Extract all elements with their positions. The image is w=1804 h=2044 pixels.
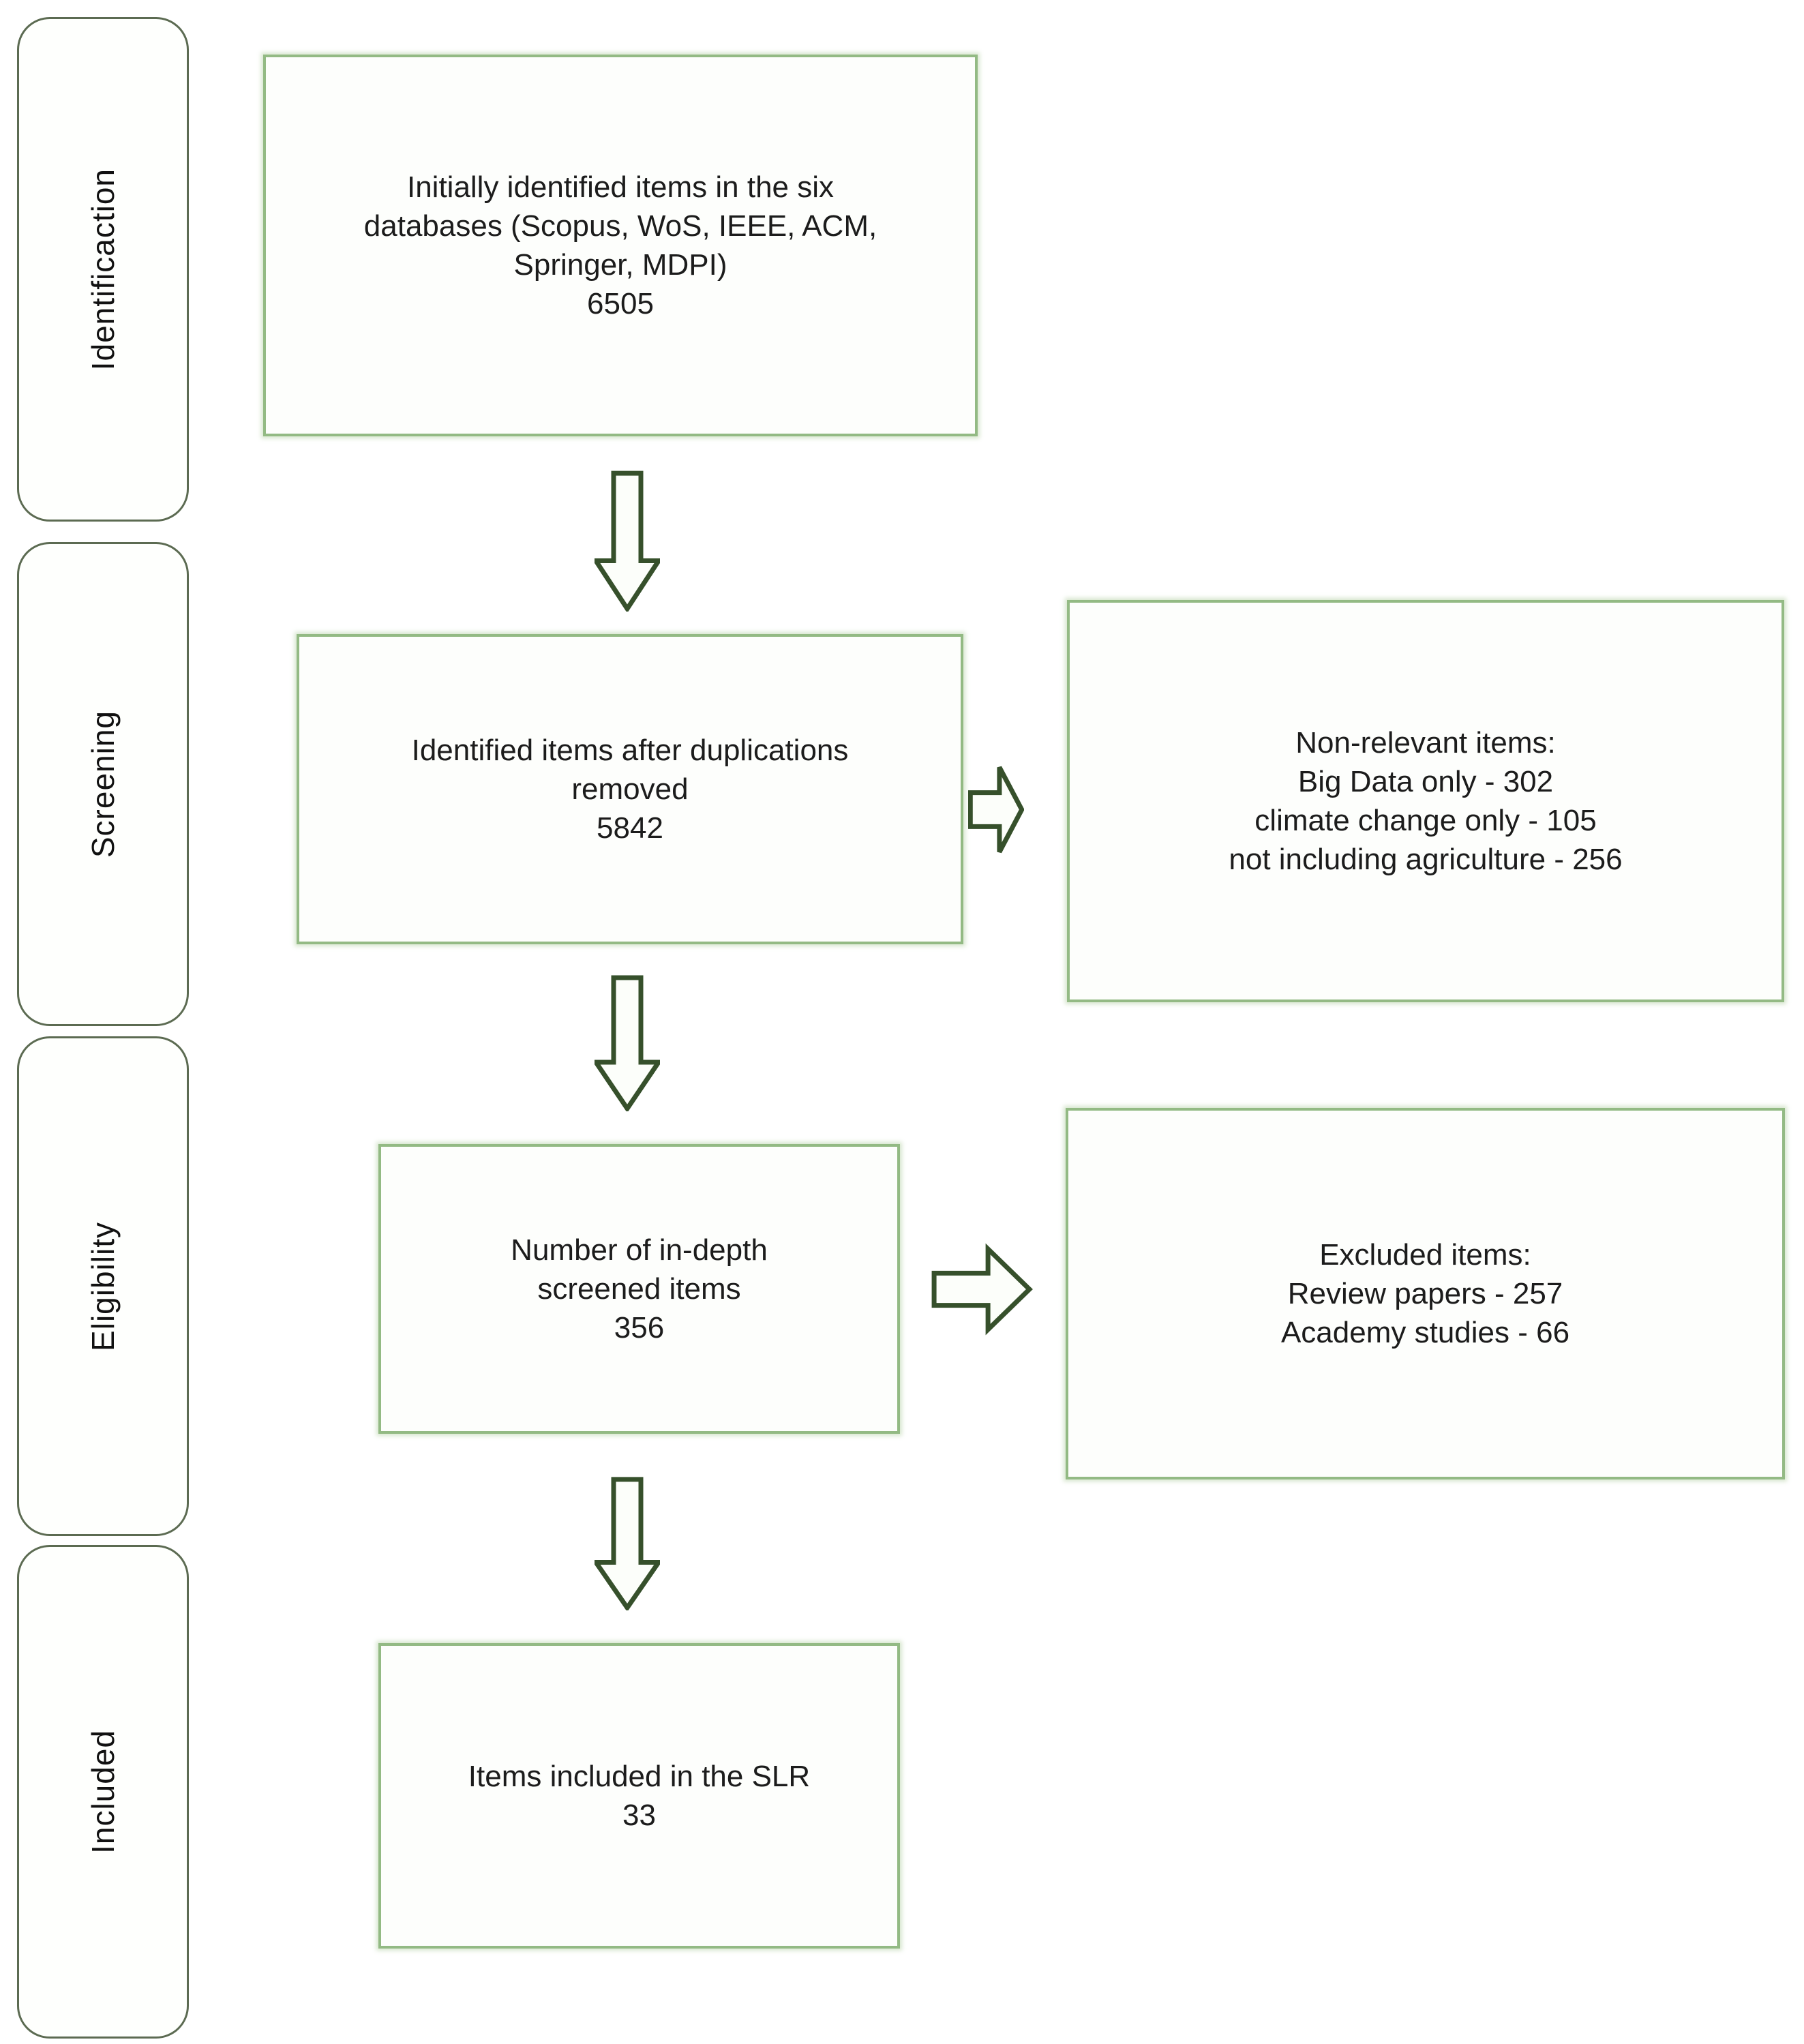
stage-label: Eligibility (85, 1221, 121, 1351)
down-arrow-icon (595, 1477, 660, 1610)
flow-box-text: Number of in-depth screened items 356 (511, 1233, 768, 1344)
down-arrow-icon (595, 975, 660, 1111)
flow-box-text: Initially identified items in the six da… (363, 170, 877, 320)
stage-label: Identificaction (85, 168, 121, 371)
right-arrow-icon (968, 760, 1024, 859)
flow-box-included-slr: Items included in the SLR 33 (378, 1643, 900, 1949)
stage-label: Included (85, 1730, 121, 1854)
sidebar-stage-identification: Identificaction (17, 17, 189, 522)
flow-box-initial-items: Initially identified items in the six da… (263, 55, 978, 436)
flow-box-after-duplications: Identified items after duplications remo… (297, 634, 963, 944)
down-arrow-icon (595, 470, 660, 612)
side-box-excluded-items: Excluded items: Review papers - 257 Acad… (1066, 1108, 1785, 1479)
right-arrow-icon (930, 1242, 1034, 1336)
sidebar-stage-screening: Screening (17, 542, 189, 1026)
side-box-nonrelevant-items: Non-relevant items: Big Data only - 302 … (1067, 600, 1784, 1002)
flow-box-text: Items included in the SLR 33 (468, 1760, 811, 1832)
flow-box-text: Identified items after duplications remo… (411, 734, 849, 845)
side-box-text: Excluded items: Review papers - 257 Acad… (1280, 1238, 1570, 1349)
side-box-text: Non-relevant items: Big Data only - 302 … (1229, 726, 1623, 876)
sidebar-stage-included: Included (17, 1545, 189, 2039)
stage-label: Screening (85, 710, 121, 858)
sidebar-stage-eligibility: Eligibility (17, 1036, 189, 1536)
flow-box-indepth-screened: Number of in-depth screened items 356 (378, 1144, 900, 1434)
